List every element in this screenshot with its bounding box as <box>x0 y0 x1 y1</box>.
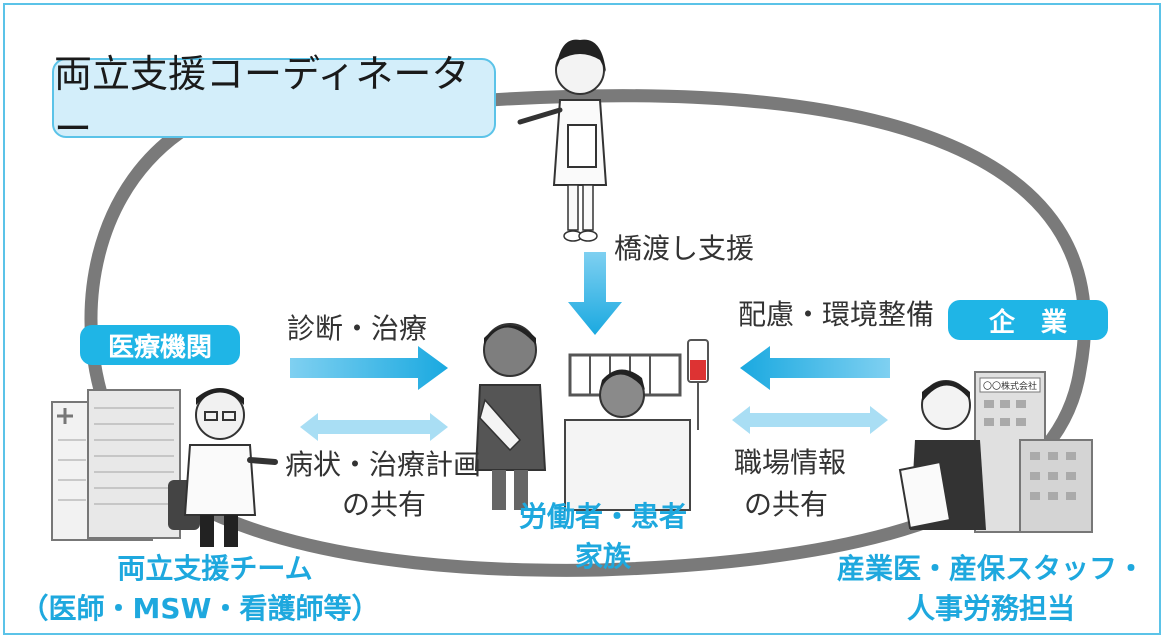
center-label-1: 労働者・患者 <box>518 500 687 533</box>
building-sign: 〇〇株式会社 <box>983 380 1037 392</box>
condition-plan-share-label-1: 病状・治療計画 <box>285 448 482 481</box>
medical-institution-badge: 医療機関 <box>80 325 240 365</box>
family-member-icon <box>474 323 547 510</box>
workplace-info-share-arrow <box>732 406 888 434</box>
condition-plan-share-label-2: の共有 <box>342 488 427 521</box>
company-badge-label: 企 業 <box>988 307 1067 338</box>
medical-institution-badge-label: 医療機関 <box>107 332 212 363</box>
diagnosis-treatment-label: 診断・治療 <box>287 312 428 345</box>
company-badge: 企 業 <box>948 300 1108 340</box>
patient-bed-icon <box>564 339 709 511</box>
workplace-info-label-2: の共有 <box>744 488 829 521</box>
bridging-support-label: 橋渡し支援 <box>614 232 755 265</box>
diagnosis-treatment-arrow <box>290 346 448 390</box>
coordination-loop <box>84 89 1092 577</box>
support-team-label-2: （医師・MSW・看護師等） <box>20 592 380 625</box>
center-label-2: 家族 <box>574 540 631 573</box>
coordinator-title: 両立支援コーディネーター <box>54 52 470 151</box>
company-staff-label-2: 人事労務担当 <box>906 592 1075 625</box>
condition-plan-share-arrow <box>300 413 448 441</box>
business-staff-icon <box>898 380 986 530</box>
support-team-label-1: 両立支援チーム <box>117 552 313 585</box>
hospital-icon <box>51 389 181 541</box>
outer-frame <box>3 3 1161 635</box>
consideration-environment-label: 配慮・環境整備 <box>738 298 935 331</box>
workplace-info-label-1: 職場情報 <box>734 446 847 479</box>
doctor-icon <box>168 388 278 547</box>
coordinator-title-box: 両立支援コーディネーター <box>52 52 496 151</box>
company-staff-label-1: 産業医・産保スタッフ・ <box>836 552 1145 585</box>
consideration-environment-arrow <box>740 346 890 390</box>
coordinator-nurse-icon <box>517 39 608 242</box>
bridging-support-arrow <box>568 252 622 335</box>
company-building-icon: 〇〇株式会社 <box>974 371 1093 533</box>
